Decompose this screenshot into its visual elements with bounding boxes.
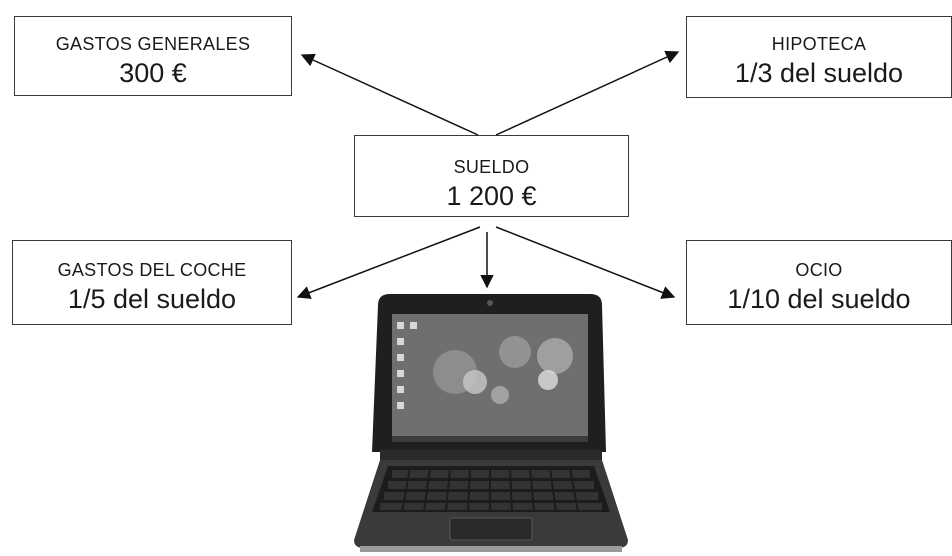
gastos-coche-box: GASTOS DEL COCHE 1/5 del sueldo (12, 240, 292, 325)
laptop-icon (354, 294, 628, 552)
arrow-to-gastos-generales (300, 53, 479, 136)
ocio-box: OCIO 1/10 del sueldo (686, 240, 952, 325)
gastos-generales-value: 300 € (119, 58, 187, 88)
gastos-coche-value: 1/5 del sueldo (67, 284, 237, 314)
arrow-to-ocio (495, 226, 676, 299)
arrow-to-gastos-coche (296, 226, 481, 299)
sueldo-box: SUELDO 1 200 € (354, 135, 629, 217)
sueldo-label: SUELDO (453, 157, 530, 177)
arrow-to-hipoteca (495, 50, 680, 136)
ocio-value: 1/10 del sueldo (727, 284, 911, 314)
hipoteca-label: HIPOTECA (771, 34, 867, 54)
sueldo-value: 1 200 € (446, 181, 537, 211)
gastos-coche-label: GASTOS DEL COCHE (57, 260, 247, 280)
gastos-generales-label: GASTOS GENERALES (55, 34, 251, 54)
ocio-label: OCIO (795, 260, 843, 280)
gastos-generales-box: GASTOS GENERALES 300 € (14, 16, 292, 96)
hipoteca-value: 1/3 del sueldo (734, 58, 904, 88)
